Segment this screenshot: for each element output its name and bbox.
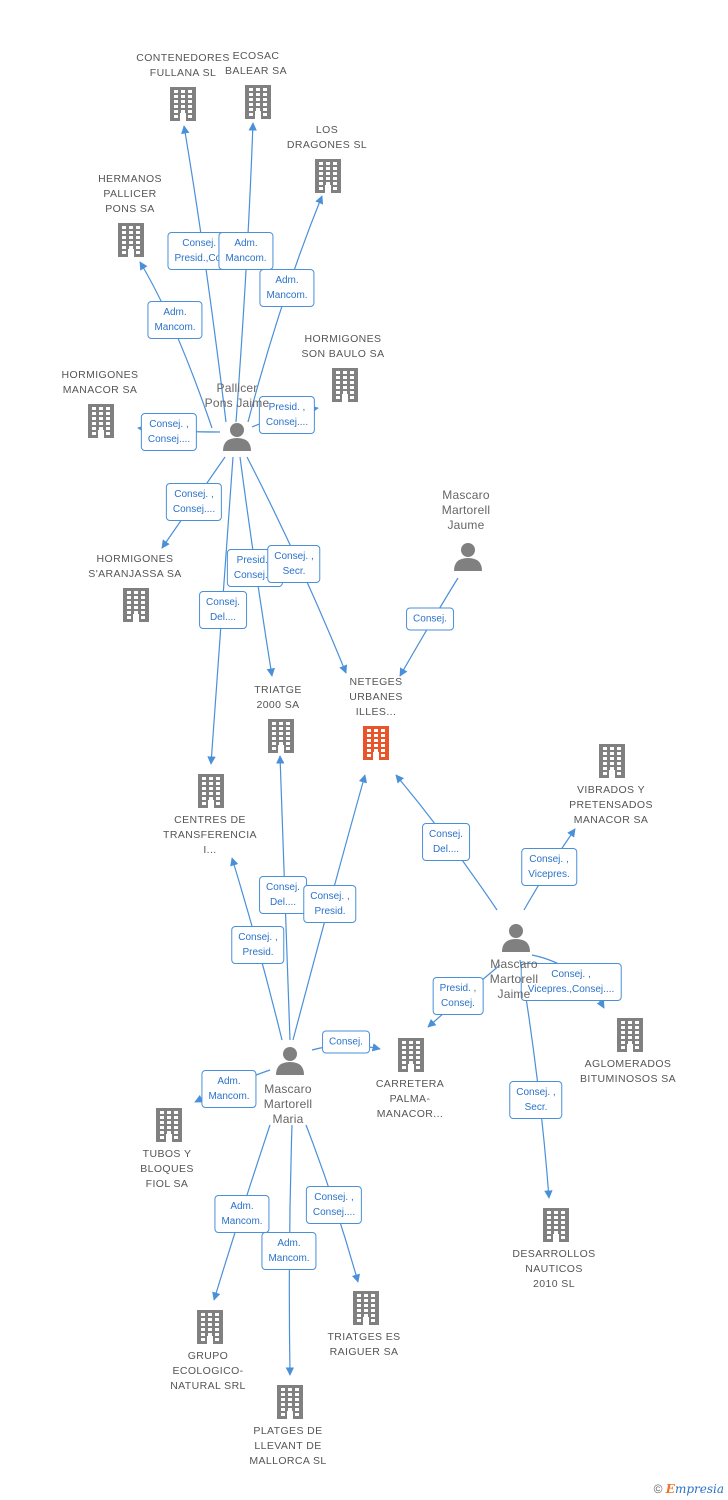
edge-label-mascaromaria-to-carretera[interactable]: Consej. xyxy=(322,1030,370,1054)
building-icon-tubos[interactable] xyxy=(156,1108,182,1142)
building-icon-triatge2000[interactable] xyxy=(268,719,294,753)
person-icon-mascarojaume[interactable] xyxy=(454,543,482,571)
edge-label-pallicer-to-hormaranjassa[interactable]: Consej. , Consej.... xyxy=(165,483,223,521)
edge-label-mascaromaria-to-centres[interactable]: Consej. , Presid. xyxy=(231,926,285,964)
edge-label-mascaromaria-to-platges[interactable]: Adm. Mancom. xyxy=(261,1232,317,1270)
edge-line-pallicer-to-contenedores xyxy=(181,125,227,423)
edge-label-mascaromaria-to-neteges[interactable]: Consej. , Presid. xyxy=(303,885,357,923)
node-label-centres[interactable]: CENTRES DE TRANSFERENCIA I... xyxy=(163,814,257,856)
node-label-ecosac[interactable]: ECOSAC BALEAR SA xyxy=(225,50,287,77)
edge-label-mascarojaume-to-neteges[interactable]: Consej. xyxy=(406,607,454,631)
edge-label-mascarojaime-to-desarrollos[interactable]: Consej. , Secr. xyxy=(509,1081,563,1119)
edge-label-mascaromaria-to-triatgesraiguer[interactable]: Consej. , Consej.... xyxy=(305,1186,363,1224)
building-icon-hermanos[interactable] xyxy=(118,223,144,257)
building-icon-aglomerados[interactable] xyxy=(617,1018,643,1052)
building-icon-platges[interactable] xyxy=(277,1385,303,1419)
edge-label-pallicer-to-losdragones[interactable]: Adm. Mancom. xyxy=(259,269,315,307)
edge-label-pallicer-to-ecosac[interactable]: Adm. Mancom. xyxy=(218,232,274,270)
node-label-tubos[interactable]: TUBOS Y BLOQUES FIOL SA xyxy=(140,1148,194,1190)
edge-label-mascaromaria-to-grupo[interactable]: Adm. Mancom. xyxy=(214,1195,270,1233)
node-label-platges[interactable]: PLATGES DE LLEVANT DE MALLORCA SL xyxy=(249,1425,327,1467)
edge-label-mascarojaime-to-neteges[interactable]: Consej. Del.... xyxy=(422,823,470,861)
node-label-neteges[interactable]: NETEGES URBANES ILLES... xyxy=(349,676,403,718)
node-label-losdragones[interactable]: LOS DRAGONES SL xyxy=(286,124,368,151)
node-label-mascaromaria[interactable]: Mascaro Martorell Maria xyxy=(263,1082,313,1126)
building-icon-centres[interactable] xyxy=(198,774,224,808)
brand-logo-initial: E xyxy=(665,1482,675,1496)
building-icon-hormmanacor[interactable] xyxy=(88,404,114,438)
edge-line-pallicer-to-hermanos xyxy=(139,261,213,429)
node-label-mascarojaume[interactable]: Mascaro Martorell Jaume xyxy=(441,488,491,532)
node-label-hormaranjassa[interactable]: HORMIGONES S'ARANJASSA SA xyxy=(88,553,182,580)
building-icon-desarrollos[interactable] xyxy=(543,1208,569,1242)
edge-label-mascarojaime-to-carretera[interactable]: Presid. , Consej. xyxy=(432,977,484,1015)
node-label-hermanos[interactable]: HERMANOS PALLICER PONS SA xyxy=(98,173,162,215)
building-icon-hormsonbaulo[interactable] xyxy=(332,368,358,402)
building-icon-ecosac[interactable] xyxy=(245,85,271,119)
building-icon-neteges[interactable] xyxy=(363,726,389,760)
edge-label-pallicer-to-hermanos[interactable]: Adm. Mancom. xyxy=(147,301,203,339)
edge-label-mascaromaria-to-triatge2000[interactable]: Consej. Del.... xyxy=(259,876,307,914)
copyright-symbol: © xyxy=(653,1482,663,1496)
building-icon-losdragones[interactable] xyxy=(315,159,341,193)
brand-footer: © Empresia xyxy=(654,1482,724,1496)
building-icon-carretera[interactable] xyxy=(398,1038,424,1072)
person-icon-pallicer[interactable] xyxy=(223,423,251,451)
building-icon-grupo[interactable] xyxy=(197,1310,223,1344)
edge-line-pallicer-to-ecosac xyxy=(235,122,257,423)
node-label-hormsonbaulo[interactable]: HORMIGONES SON BAULO SA xyxy=(301,333,385,360)
building-icon-hormaranjassa[interactable] xyxy=(123,588,149,622)
node-label-aglomerados[interactable]: AGLOMERADOS BITUMINOSOS SA xyxy=(579,1058,677,1085)
building-icon-vibrados[interactable] xyxy=(599,744,625,778)
node-label-desarrollos[interactable]: DESARROLLOS NAUTICOS 2010 SL xyxy=(512,1248,596,1290)
edge-label-mascarojaime-to-vibrados[interactable]: Consej. , Vicepres. xyxy=(521,848,577,886)
edge-label-pallicer-to-hormsonbaulo[interactable]: Presid. , Consej.... xyxy=(258,396,316,434)
building-icon-contenedores[interactable] xyxy=(170,87,196,121)
person-icon-mascaromaria[interactable] xyxy=(276,1047,304,1075)
edge-label-mascarojaime-to-aglomerados[interactable]: Consej. , Vicepres.,Consej.... xyxy=(520,963,622,1001)
node-label-carretera[interactable]: CARRETERA PALMA- MANACOR... xyxy=(375,1078,445,1120)
brand-logo-text: mpresia xyxy=(674,1482,724,1496)
edge-label-mascaromaria-to-tubos[interactable]: Adm. Mancom. xyxy=(201,1070,257,1108)
edge-label-pallicer-to-neteges[interactable]: Consej. , Secr. xyxy=(267,545,321,583)
node-label-vibrados[interactable]: VIBRADOS Y PRETENSADOS MANACOR SA xyxy=(569,784,653,826)
edge-label-pallicer-to-hormmanacor[interactable]: Consej. , Consej.... xyxy=(140,413,198,451)
node-label-triatge2000[interactable]: TRIATGE 2000 SA xyxy=(254,684,302,711)
node-label-grupo[interactable]: GRUPO ECOLOGICO- NATURAL SRL xyxy=(170,1350,246,1392)
person-icon-mascarojaime[interactable] xyxy=(502,924,530,952)
node-label-contenedores[interactable]: CONTENEDORES FULLANA SL xyxy=(136,52,230,79)
node-label-pallicer[interactable]: Pallicer Pons Jaime xyxy=(204,381,270,410)
building-icon-triatgesraiguer[interactable] xyxy=(353,1291,379,1325)
node-label-triatgesraiguer[interactable]: TRIATGES ES RAIGUER SA xyxy=(327,1331,401,1358)
node-label-hormmanacor[interactable]: HORMIGONES MANACOR SA xyxy=(61,369,139,396)
edge-label-pallicer-to-centres[interactable]: Consej. Del.... xyxy=(199,591,247,629)
node-label-mascarojaime[interactable]: Mascaro Martorell Jaime xyxy=(489,957,539,1001)
